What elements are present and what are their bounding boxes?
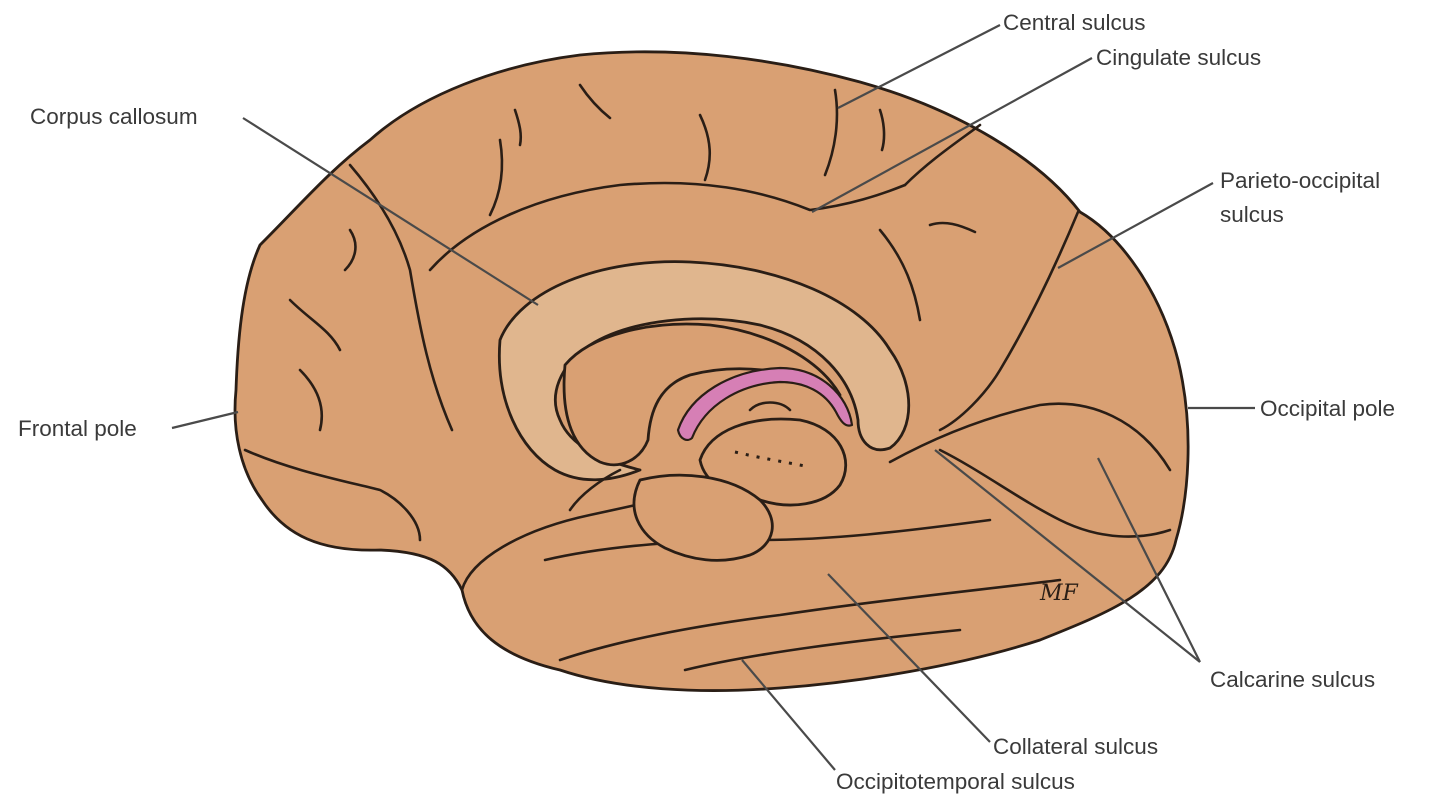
label-parieto-occipital-line1: Parieto-occipital	[1220, 168, 1380, 193]
label-cingulate-sulcus: Cingulate sulcus	[1096, 45, 1261, 70]
label-occipital-pole: Occipital pole	[1260, 396, 1395, 421]
label-central-sulcus: Central sulcus	[1003, 10, 1146, 35]
label-frontal-pole: Frontal pole	[18, 416, 137, 441]
label-parieto-occipital-line2: sulcus	[1220, 202, 1284, 227]
artist-signature: MF	[1039, 581, 1079, 606]
label-collateral-sulcus: Collateral sulcus	[993, 734, 1158, 759]
label-corpus-callosum: Corpus callosum	[30, 104, 198, 129]
leader-frontal-pole	[172, 412, 238, 428]
leader-central-sulcus	[838, 25, 1000, 108]
label-calcarine-sulcus: Calcarine sulcus	[1210, 667, 1375, 692]
label-occipitotemporal-sulcus: Occipitotemporal sulcus	[836, 769, 1075, 794]
